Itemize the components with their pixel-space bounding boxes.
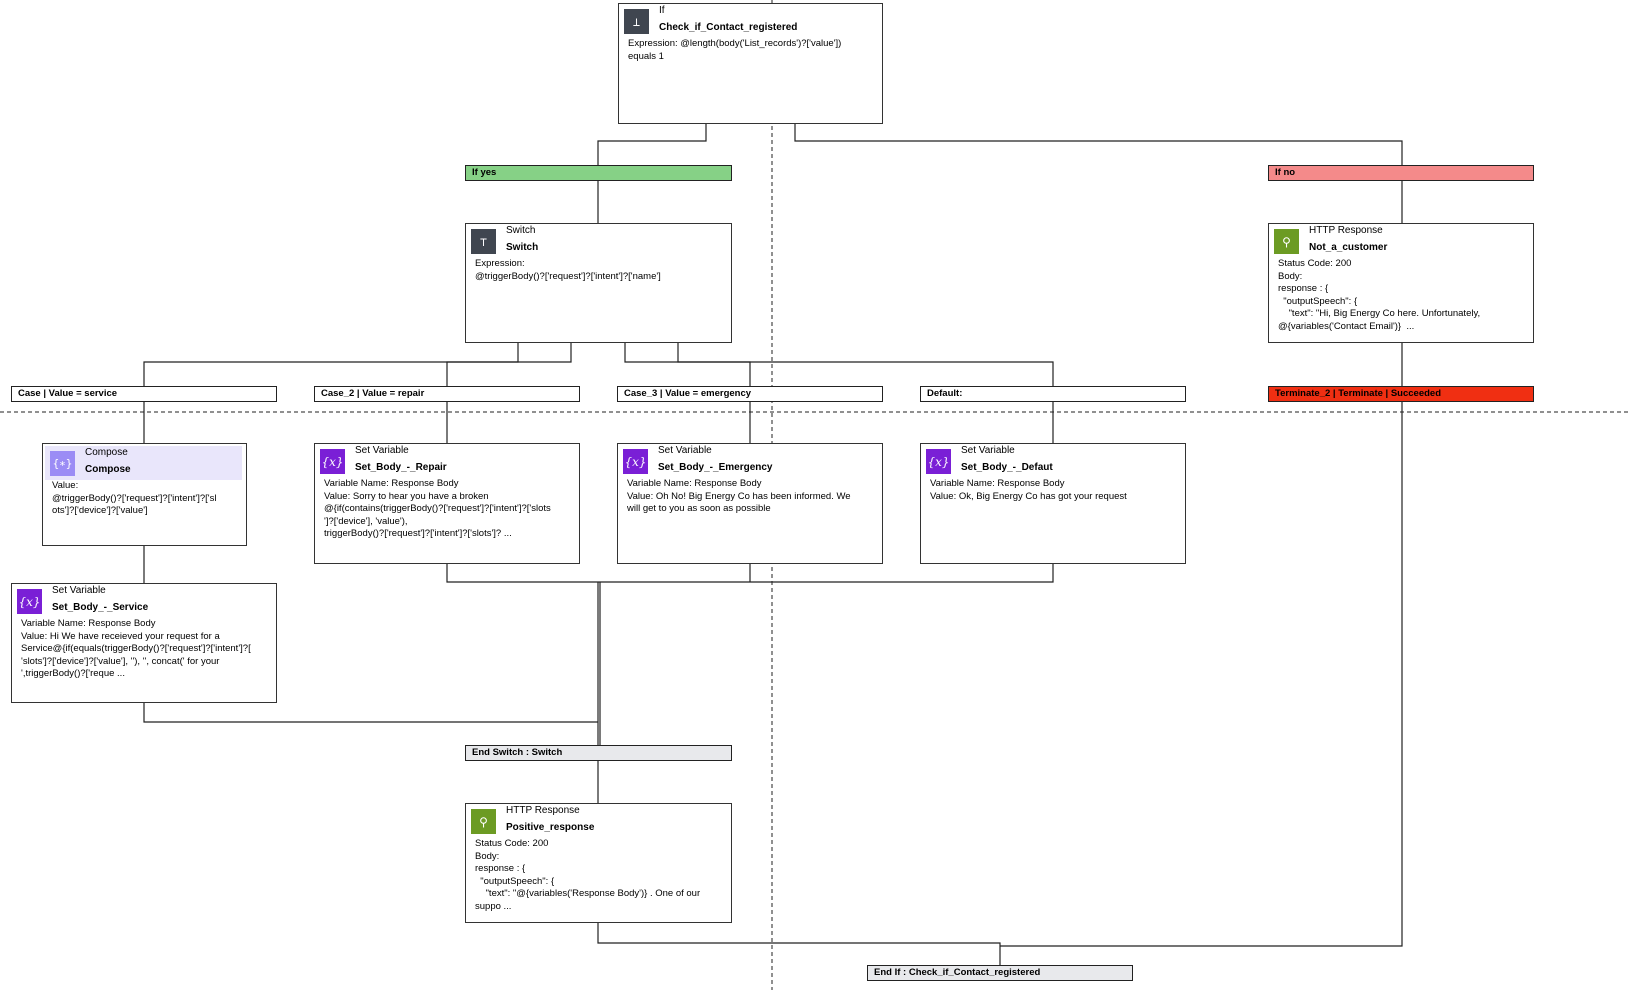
compose-type: Compose xyxy=(85,447,128,458)
http-response-positive-card[interactable]: ⚲ HTTP Response Positive_response Status… xyxy=(465,803,732,923)
set-emergency-body: Variable Name: Response Body Value: Oh N… xyxy=(627,478,851,514)
set-service-type: Set Variable xyxy=(52,585,106,596)
condition-icon: ⊥ xyxy=(624,9,649,34)
positive-body: Status Code: 200 Body: response : { "out… xyxy=(475,838,701,912)
terminate-label: Terminate_2 | Terminate | Succeeded xyxy=(1268,386,1534,402)
set-default-type: Set Variable xyxy=(961,445,1015,456)
http-response-not-customer-card[interactable]: ⚲ HTTP Response Not_a_customer Status Co… xyxy=(1268,223,1534,343)
positive-type: HTTP Response xyxy=(506,805,580,816)
condition-card[interactable]: ⊥ If Check_if_Contact_registered Express… xyxy=(618,3,883,124)
http-response-icon: ⚲ xyxy=(471,809,496,834)
set-variable-emergency-card[interactable]: {x} Set Variable Set_Body_-_Emergency Va… xyxy=(617,443,883,564)
compose-body: Value: @triggerBody()?['request']?['inte… xyxy=(52,480,217,516)
case-service-label: Case | Value = service xyxy=(11,386,277,402)
variable-icon: {x} xyxy=(926,449,951,474)
if-no-label: If no xyxy=(1268,165,1534,181)
case-repair-label: Case_2 | Value = repair xyxy=(314,386,580,402)
switch-card[interactable]: ⊤ Switch Switch Expression: @triggerBody… xyxy=(465,223,732,343)
compose-icon: {∗} xyxy=(50,451,75,476)
set-repair-name: Set_Body_-_Repair xyxy=(355,462,447,473)
variable-icon: {x} xyxy=(623,449,648,474)
not-customer-type: HTTP Response xyxy=(1309,225,1383,236)
if-yes-label: If yes xyxy=(465,165,732,181)
set-variable-default-card[interactable]: {x} Set Variable Set_Body_-_Defaut Varia… xyxy=(920,443,1186,564)
switch-name: Switch xyxy=(506,242,539,253)
end-if-label: End If : Check_if_Contact_registered xyxy=(867,965,1133,981)
set-repair-type: Set Variable xyxy=(355,445,409,456)
set-emergency-name: Set_Body_-_Emergency xyxy=(658,462,773,473)
switch-body: Expression: @triggerBody()?['request']?[… xyxy=(475,258,661,282)
compose-name: Compose xyxy=(85,464,131,475)
positive-name: Positive_response xyxy=(506,822,595,833)
case-default-label: Default: xyxy=(920,386,1186,402)
not-customer-name: Not_a_customer xyxy=(1309,242,1388,253)
set-repair-body: Variable Name: Response Body Value: Sorr… xyxy=(324,478,551,539)
set-service-body: Variable Name: Response Body Value: Hi W… xyxy=(21,618,251,679)
condition-type: If xyxy=(659,5,665,16)
end-switch-label: End Switch : Switch xyxy=(465,745,732,761)
variable-icon: {x} xyxy=(320,449,345,474)
set-default-body: Variable Name: Response Body Value: Ok, … xyxy=(930,478,1127,502)
switch-icon: ⊤ xyxy=(471,229,496,254)
not-customer-body: Status Code: 200 Body: response : { "out… xyxy=(1278,258,1481,332)
condition-body: Expression: @length(body('List_records')… xyxy=(628,38,842,62)
compose-card[interactable]: {∗} Compose Compose Value: @triggerBody(… xyxy=(42,443,247,546)
variable-icon: {x} xyxy=(17,589,42,614)
http-response-icon: ⚲ xyxy=(1274,229,1299,254)
set-service-name: Set_Body_-_Service xyxy=(52,602,149,613)
case-emergency-label: Case_3 | Value = emergency xyxy=(617,386,883,402)
switch-type: Switch xyxy=(506,225,536,236)
set-default-name: Set_Body_-_Defaut xyxy=(961,462,1053,473)
set-variable-repair-card[interactable]: {x} Set Variable Set_Body_-_Repair Varia… xyxy=(314,443,580,564)
condition-name: Check_if_Contact_registered xyxy=(659,22,798,33)
set-emergency-type: Set Variable xyxy=(658,445,712,456)
set-variable-service-card[interactable]: {x} Set Variable Set_Body_-_Service Vari… xyxy=(11,583,277,703)
